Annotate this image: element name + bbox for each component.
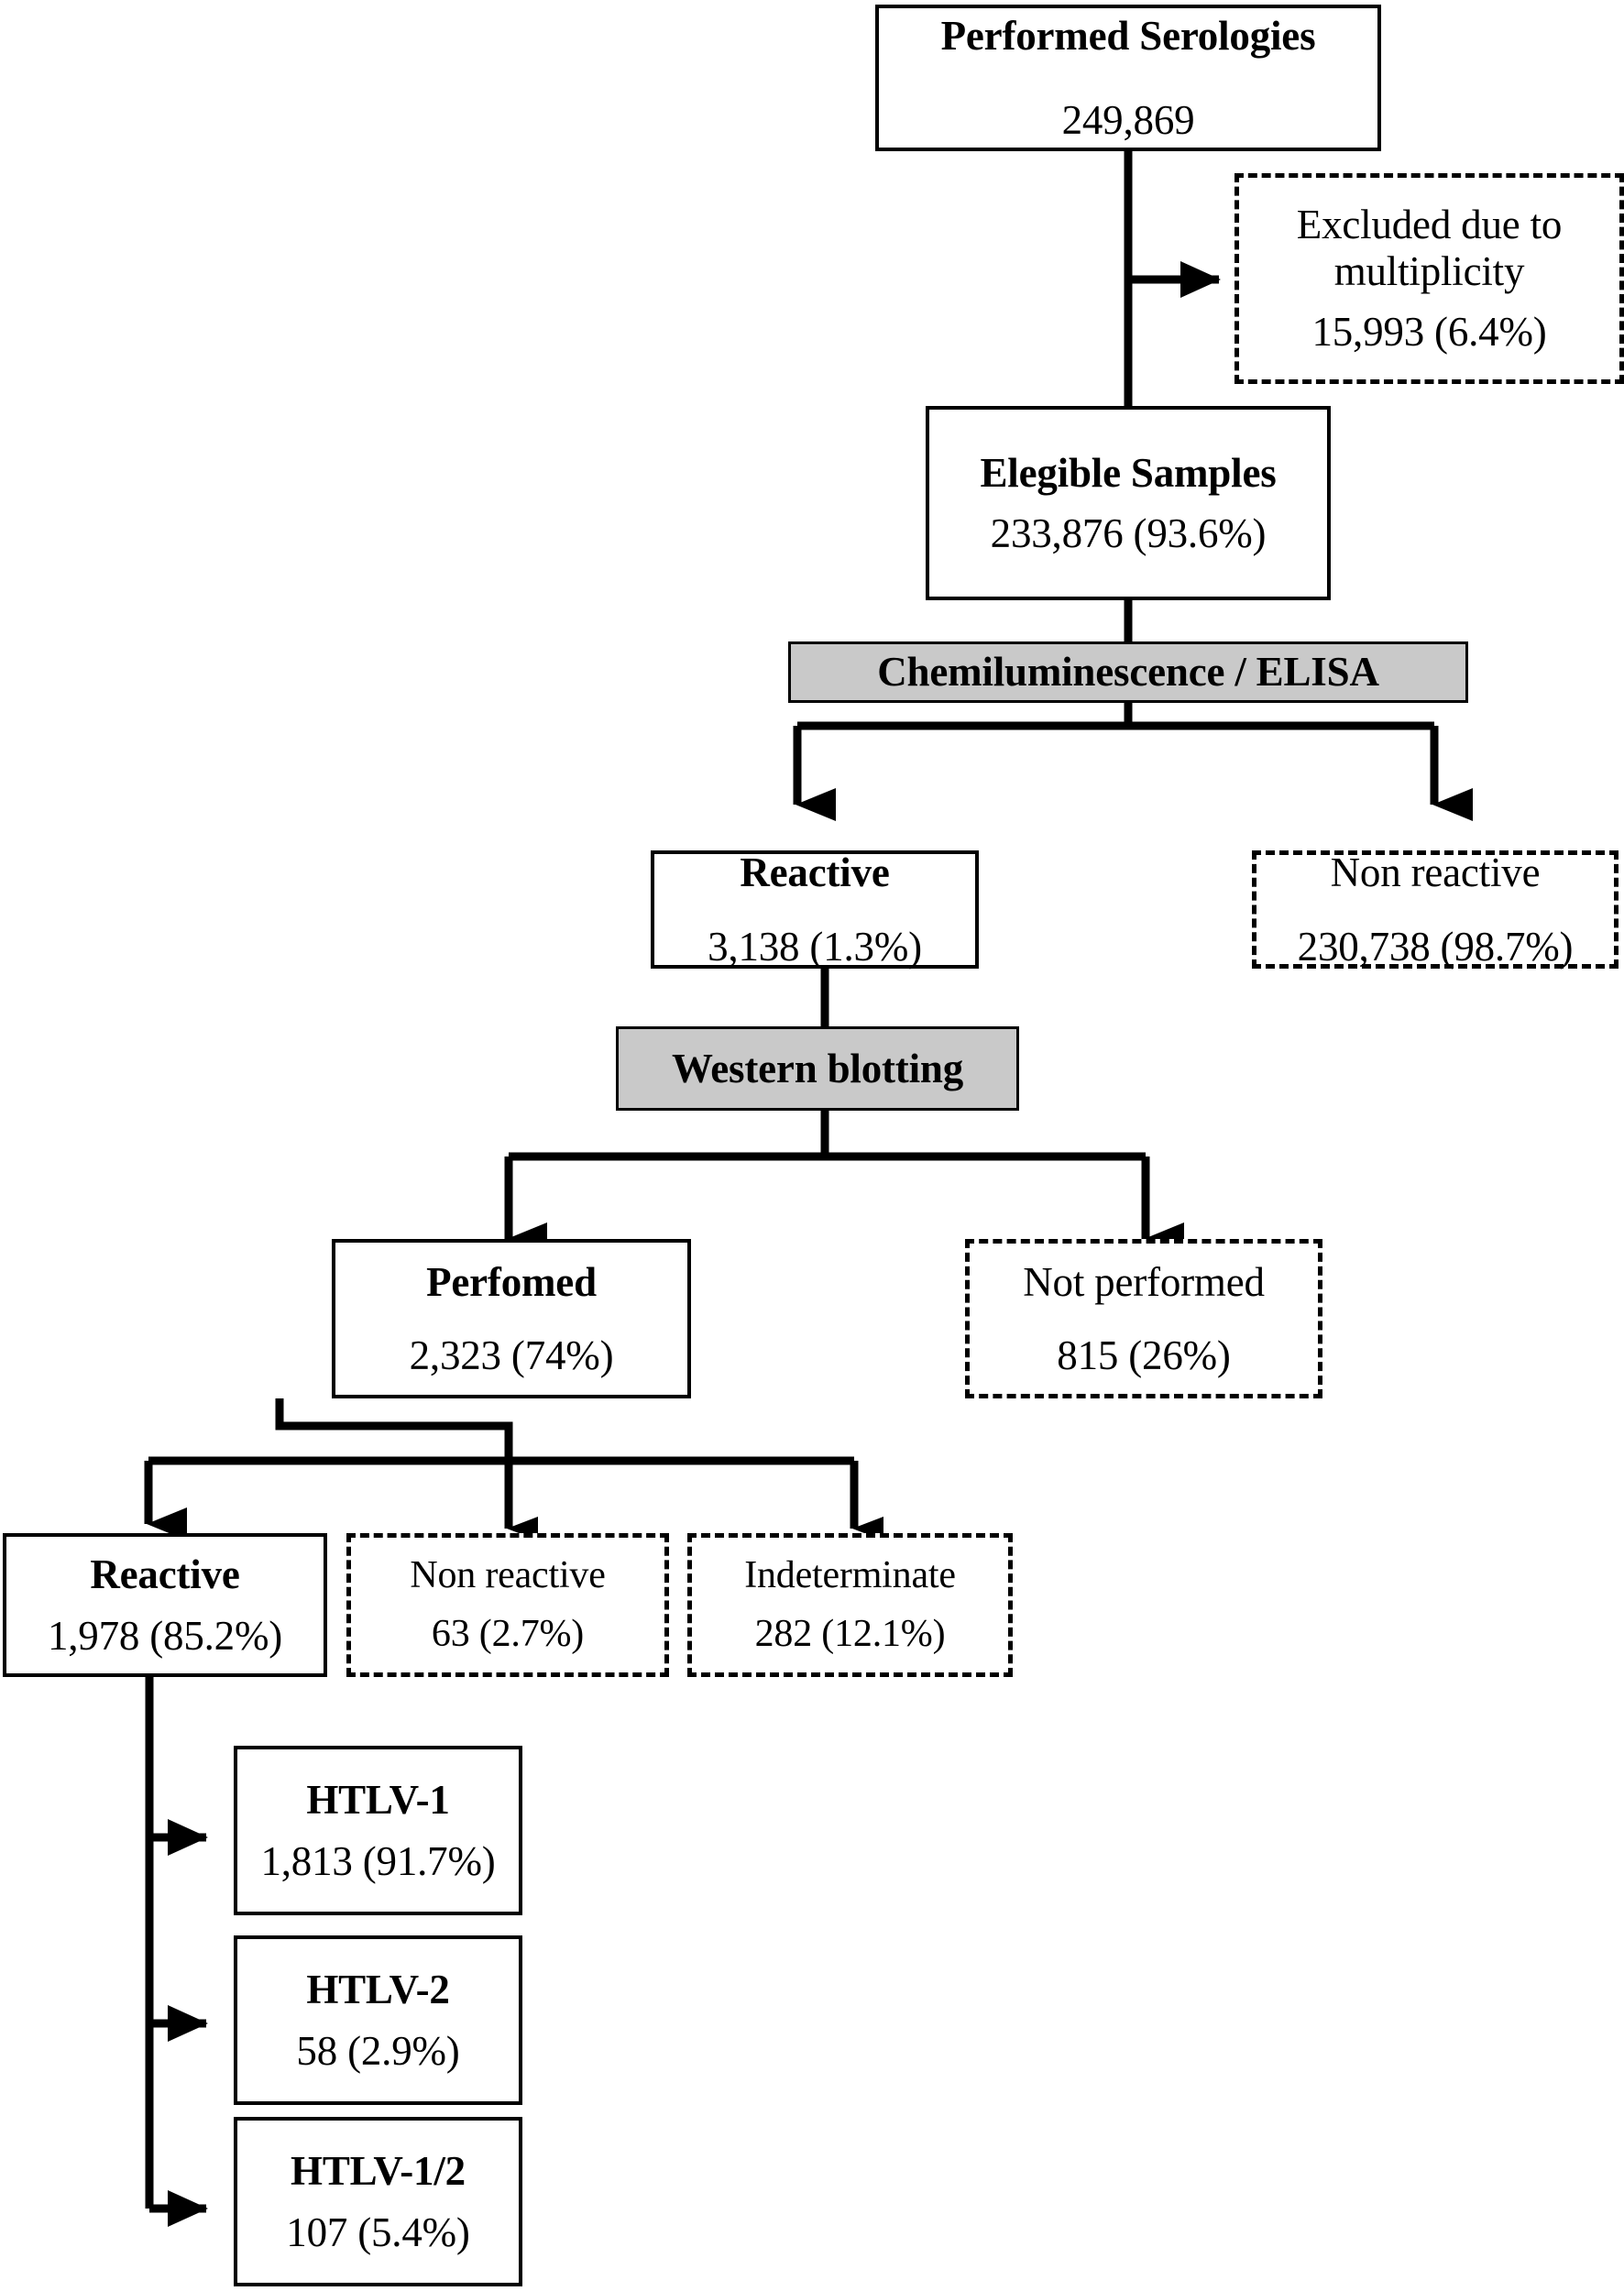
node-wb-reactive: Reactive 1,978 (85.2%) <box>3 1533 327 1677</box>
node-title: Perfomed <box>426 1258 597 1305</box>
node-value: 63 (2.7%) <box>431 1612 585 1655</box>
node-htlv-1: HTLV-1 1,813 (91.7%) <box>234 1746 522 1915</box>
node-value: 1,813 (91.7%) <box>260 1837 496 1884</box>
node-title: HTLV-1/2 <box>291 2148 466 2195</box>
node-value: 3,138 (1.3%) <box>708 923 922 970</box>
node-value: 233,876 (93.6%) <box>990 510 1267 556</box>
node-title: Performed Serologies <box>940 12 1316 59</box>
node-value: 249,869 <box>1061 97 1195 143</box>
node-value: 282 (12.1%) <box>754 1612 946 1655</box>
node-elegible-samples: Elegible Samples 233,876 (93.6%) <box>926 406 1331 600</box>
node-value: 2,323 (74%) <box>409 1332 614 1378</box>
node-wb-non-reactive: Non reactive 63 (2.7%) <box>346 1533 669 1677</box>
node-title: HTLV-2 <box>306 1967 450 2013</box>
node-title: Western blotting <box>671 1045 964 1091</box>
node-title: Not performed <box>1023 1258 1265 1305</box>
node-chemiluminescence-elisa: Chemiluminescence / ELISA <box>788 641 1468 703</box>
node-title: HTLV-1 <box>306 1777 450 1824</box>
node-value: 815 (26%) <box>1057 1332 1231 1378</box>
node-reactive-elisa: Reactive 3,138 (1.3%) <box>651 850 979 970</box>
node-value: 1,978 (85.2%) <box>47 1612 283 1659</box>
node-title: Non reactive <box>1330 850 1541 896</box>
edge-performed-trunk <box>275 1398 513 1461</box>
node-value: 15,993 (6.4%) <box>1311 309 1547 356</box>
node-value: 230,738 (98.7%) <box>1297 923 1574 970</box>
node-performed-serologies: Performed Serologies 249,869 <box>875 5 1381 151</box>
node-htlv-1-2: HTLV-1/2 107 (5.4%) <box>234 2117 522 2286</box>
node-value: 107 (5.4%) <box>286 2209 470 2255</box>
node-title: Indeterminate <box>744 1554 956 1597</box>
node-title: Elegible Samples <box>980 449 1277 496</box>
node-title: Reactive <box>740 850 890 896</box>
node-value: 58 (2.9%) <box>296 2027 460 2074</box>
node-title: Reactive <box>90 1551 240 1598</box>
node-non-reactive-elisa: Non reactive 230,738 (98.7%) <box>1252 850 1619 970</box>
node-title: Chemiluminescence / ELISA <box>877 649 1379 696</box>
node-wb-performed: Perfomed 2,323 (74%) <box>332 1239 691 1398</box>
node-wb-indeterminate: Indeterminate 282 (12.1%) <box>687 1533 1013 1677</box>
node-wb-not-performed: Not performed 815 (26%) <box>965 1239 1322 1398</box>
node-western-blotting: Western blotting <box>616 1026 1019 1111</box>
node-htlv-2: HTLV-2 58 (2.9%) <box>234 1935 522 2105</box>
node-title: Non reactive <box>410 1554 606 1597</box>
